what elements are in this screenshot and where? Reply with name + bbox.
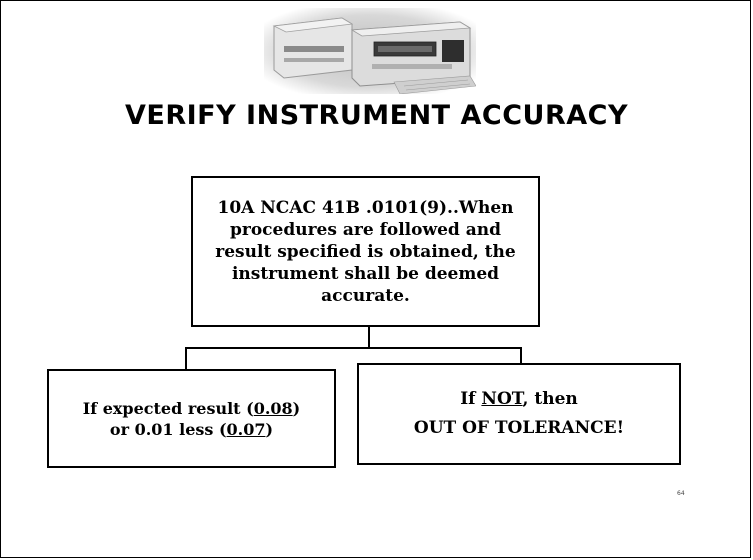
connector-vertical-top <box>368 327 370 348</box>
pass-middle: ) <box>292 398 301 418</box>
instrument-photo <box>264 8 476 94</box>
slide-title: VERIFY INSTRUMENT ACCURACY <box>124 100 629 131</box>
connector-horizontal <box>185 347 522 349</box>
fail-prefix: If <box>460 389 482 409</box>
connector-right-drop <box>520 347 522 363</box>
pass-line-1: If expected result (0.08) <box>83 398 301 419</box>
pass-line-2: or 0.01 less (0.07) <box>110 419 273 440</box>
pass-prefix: If expected result ( <box>82 398 254 418</box>
regulation-box: 10A NCAC 41B .0101(9)..When procedures a… <box>191 176 540 327</box>
pass-condition-box: If expected result (0.08) or 0.01 less (… <box>47 369 336 468</box>
fail-line-2: OUT OF TOLERANCE! <box>413 418 625 438</box>
pass-line2-prefix: or 0.01 less ( <box>109 419 227 439</box>
fail-condition-box: If NOT, then OUT OF TOLERANCE! <box>357 363 681 465</box>
fail-line-1: If NOT, then <box>460 385 578 414</box>
fail-emphasis: NOT <box>481 389 523 409</box>
expected-value: 0.08 <box>253 398 293 418</box>
regulation-text: 10A NCAC 41B .0101(9)..When procedures a… <box>215 197 516 306</box>
connector-left-drop <box>185 347 187 369</box>
fail-suffix: , then <box>522 389 578 409</box>
lower-value: 0.07 <box>226 419 266 439</box>
page-number: 64 <box>677 490 685 497</box>
pass-suffix: ) <box>265 419 274 439</box>
